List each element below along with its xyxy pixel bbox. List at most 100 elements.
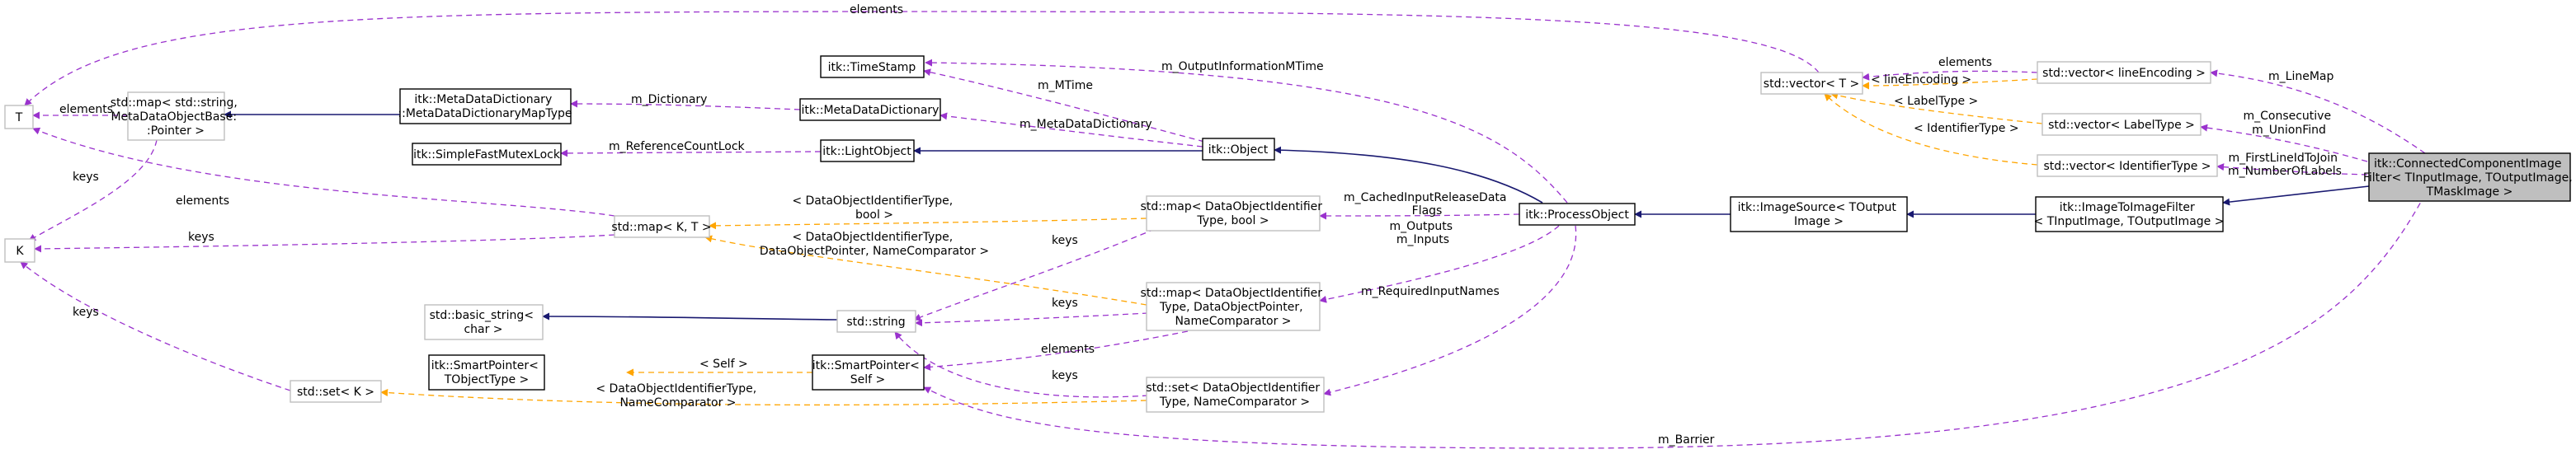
edge-object-mmetadatadictionary xyxy=(940,112,1203,147)
node-std-map-string-mdob[interactable]: std::map< std::string, MetaDataObjectBas… xyxy=(111,91,242,141)
label-identifiertype: < IdentifierType > xyxy=(1914,122,2019,135)
node-std-vector-t[interactable]: std::vector< T > xyxy=(1760,72,1863,95)
node-metadatadictionary-maptype[interactable]: itk::MetaDataDictionary ::MetaDataDictio… xyxy=(398,88,572,124)
edge-labels: elements elements keys elements keys key… xyxy=(59,3,2342,447)
label-m-metadatadictionary: m_MetaDataDictionary xyxy=(1020,118,1152,131)
node-metadatadictionary[interactable]: itk::MetaDataDictionary xyxy=(799,98,941,121)
label-m-mtime: m_MTime xyxy=(1038,79,1093,92)
edge-string-keys-map-doid-ptr xyxy=(915,312,1149,327)
edge-processobject-requiredinputnames xyxy=(1323,225,1577,396)
edge-map-kt-elements-t xyxy=(32,127,615,217)
node-smartpointer-self[interactable]: itk::SmartPointer< Self > xyxy=(812,354,925,391)
edge-string-inherits-basicstring xyxy=(542,312,838,321)
label-doid-ptr: < DataObjectIdentifierType, DataObjectPo… xyxy=(760,231,989,258)
svg-text:std::vector< T >: std::vector< T > xyxy=(1764,77,1859,91)
svg-text:itk::LightObject: itk::LightObject xyxy=(822,145,911,158)
edge-set-doid-template xyxy=(380,389,1147,406)
edge-vector-lineenc-template xyxy=(1862,78,2038,90)
svg-text:T: T xyxy=(15,111,23,124)
label-m-barrier: m_Barrier xyxy=(1658,433,1715,447)
node-object[interactable]: itk::Object xyxy=(1202,138,1275,161)
label-labeltype: < LabelType > xyxy=(1894,95,1978,108)
edge-processobject-cachedinput xyxy=(1319,212,1520,220)
edge-map-string-keys-k xyxy=(28,139,158,241)
svg-text:itk::MetaDataDictionary: itk::MetaDataDictionary xyxy=(802,104,940,117)
node-k[interactable]: K xyxy=(4,238,35,263)
edge-set-k-keys-k xyxy=(20,261,291,391)
edge-map-doid-ptr-elements xyxy=(923,330,1189,371)
edge-map-kt-keys-k xyxy=(34,234,615,253)
svg-text:itk::Object: itk::Object xyxy=(1208,143,1269,157)
node-timestamp[interactable]: itk::TimeStamp xyxy=(820,55,925,78)
node-smartpointer-tobjecttype[interactable]: itk::SmartPointer< TObjectType > xyxy=(428,354,545,391)
svg-text:itk::SmartPointer< TOb: itk::SmartPointer< TObjectType > xyxy=(431,359,543,386)
svg-text:std::set< K >: std::set< K > xyxy=(297,386,374,399)
node-simplefastmutexlock[interactable]: itk::SimpleFastMutexLock xyxy=(412,143,562,166)
edge-processobject-outputinfomtime xyxy=(925,59,1568,204)
svg-text:std::basic_string< cha: std::basic_string< char > xyxy=(430,309,538,336)
node-std-string[interactable]: std::string xyxy=(836,310,916,333)
node-imagetoimagefilter[interactable]: itk::ImageToImageFilter < TInputImage, T… xyxy=(2034,196,2225,232)
node-std-basic-string[interactable]: std::basic_string< char > xyxy=(424,304,544,340)
node-map-doid-bool[interactable]: std::map< DataObjectIdentifier Type, boo… xyxy=(1141,195,1326,232)
label-elements-doid-ptr: elements xyxy=(1041,343,1095,356)
edge-processobject-inherits-object xyxy=(1274,146,1543,204)
label-elements-top: elements xyxy=(850,3,903,16)
label-m-linemap: m_LineMap xyxy=(2268,70,2333,83)
svg-text:itk::ConnectedComponentImage: itk::ConnectedComponentImage Filter< TIn… xyxy=(2363,157,2576,199)
edge-ccif-consecutive xyxy=(2200,124,2368,162)
edge-set-doid-keys-string xyxy=(894,331,1149,398)
node-std-set-k[interactable]: std::set< K > xyxy=(290,380,382,403)
svg-text:std::string: std::string xyxy=(846,316,905,329)
node-connectedcomponentimagefilter[interactable]: itk::ConnectedComponentImage Filter< TIn… xyxy=(2363,152,2576,202)
label-doid-namecomp: < DataObjectIdentifierType, NameComparat… xyxy=(596,382,760,410)
label-doid-bool: < DataObjectIdentifierType, bool > xyxy=(792,194,956,222)
label-m-cachedinput: m_CachedInputReleaseData Flags xyxy=(1344,191,1510,218)
svg-text:itk::ImageSource< TOutput: itk::ImageSource< TOutput Image > xyxy=(1738,201,1900,228)
edge-vector-labeltype-template xyxy=(1830,91,2043,124)
svg-text:itk::TimeStamp: itk::TimeStamp xyxy=(828,61,916,74)
svg-text:itk::MetaDataDictionary: itk::MetaDataDictionary ::MetaDataDictio… xyxy=(398,93,572,120)
node-imagesource[interactable]: itk::ImageSource< TOutput Image > xyxy=(1730,196,1908,232)
label-m-dictionary: m_Dictionary xyxy=(631,93,707,106)
svg-text:std::map< std::string,: std::map< std::string, MetaDataObjectBas… xyxy=(111,96,242,138)
node-std-vector-labeltype[interactable]: std::vector< LabelType > xyxy=(2041,113,2202,136)
nodes: T K std::map< std::string, MetaDataObjec… xyxy=(4,55,2576,413)
node-t[interactable]: T xyxy=(4,105,34,129)
label-m-refcountlock: m_ReferenceCountLock xyxy=(609,140,746,153)
label-lineencoding: < lineEncoding > xyxy=(1871,73,1971,87)
label-keys-map: keys xyxy=(73,171,99,184)
svg-text:std::vector< LabelType >: std::vector< LabelType > xyxy=(2048,119,2195,132)
edge-ccif-firstlineid xyxy=(2216,163,2368,176)
label-m-requiredinputnames: m_RequiredInputNames xyxy=(1361,285,1500,298)
node-std-vector-identifiertype[interactable]: std::vector< IdentifierType > xyxy=(2037,154,2218,177)
svg-text:std::vector< lineEncoding >: std::vector< lineEncoding > xyxy=(2042,67,2206,80)
node-processobject[interactable]: itk::ProcessObject xyxy=(1519,203,1636,226)
label-keys-doid-ptr: keys xyxy=(1052,297,1078,310)
label-keys-set: keys xyxy=(73,306,99,319)
label-m-firstlineid: m_FirstLineIdToJoin m_NumberOfLabels xyxy=(2228,152,2342,178)
label-self: < Self > xyxy=(699,358,748,371)
node-lightobject[interactable]: itk::LightObject xyxy=(820,139,915,162)
edge-object-mtime xyxy=(923,68,1205,143)
label-m-outputinfomtime: m_OutputInformationMTime xyxy=(1161,60,1324,73)
edge-map-doid-bool-template xyxy=(709,218,1147,230)
label-keys-set-doid: keys xyxy=(1052,369,1078,382)
label-elements-kt: elements xyxy=(176,194,229,208)
svg-text:std::map< K, T >: std::map< K, T > xyxy=(611,221,711,234)
node-map-doid-ptr[interactable]: std::map< DataObjectIdentifier Type, Dat… xyxy=(1141,282,1326,331)
label-m-outputs-inputs: m_Outputs m_Inputs xyxy=(1389,220,1456,246)
node-std-vector-lineencoding[interactable]: std::vector< lineEncoding > xyxy=(2037,61,2211,84)
edge-ccif-linemap xyxy=(2210,69,2426,154)
label-keys-kt: keys xyxy=(188,231,214,244)
edge-string-keys-map-doid-bool xyxy=(913,228,1156,321)
label-m-consecutive: m_Consecutive m_UnionFind xyxy=(2243,110,2334,137)
node-std-map-kt[interactable]: std::map< K, T > xyxy=(611,215,712,238)
svg-text:itk::SimpleFastMutexLock: itk::SimpleFastMutexLock xyxy=(413,148,561,161)
svg-text:itk::SmartPointer< Sel: itk::SmartPointer< Self > xyxy=(812,359,924,386)
label-elements-map: elements xyxy=(59,103,113,116)
svg-text:K: K xyxy=(16,245,24,258)
edges xyxy=(20,11,2426,449)
node-set-doid[interactable]: std::set< DataObjectIdentifier Type, Nam… xyxy=(1146,377,1325,413)
